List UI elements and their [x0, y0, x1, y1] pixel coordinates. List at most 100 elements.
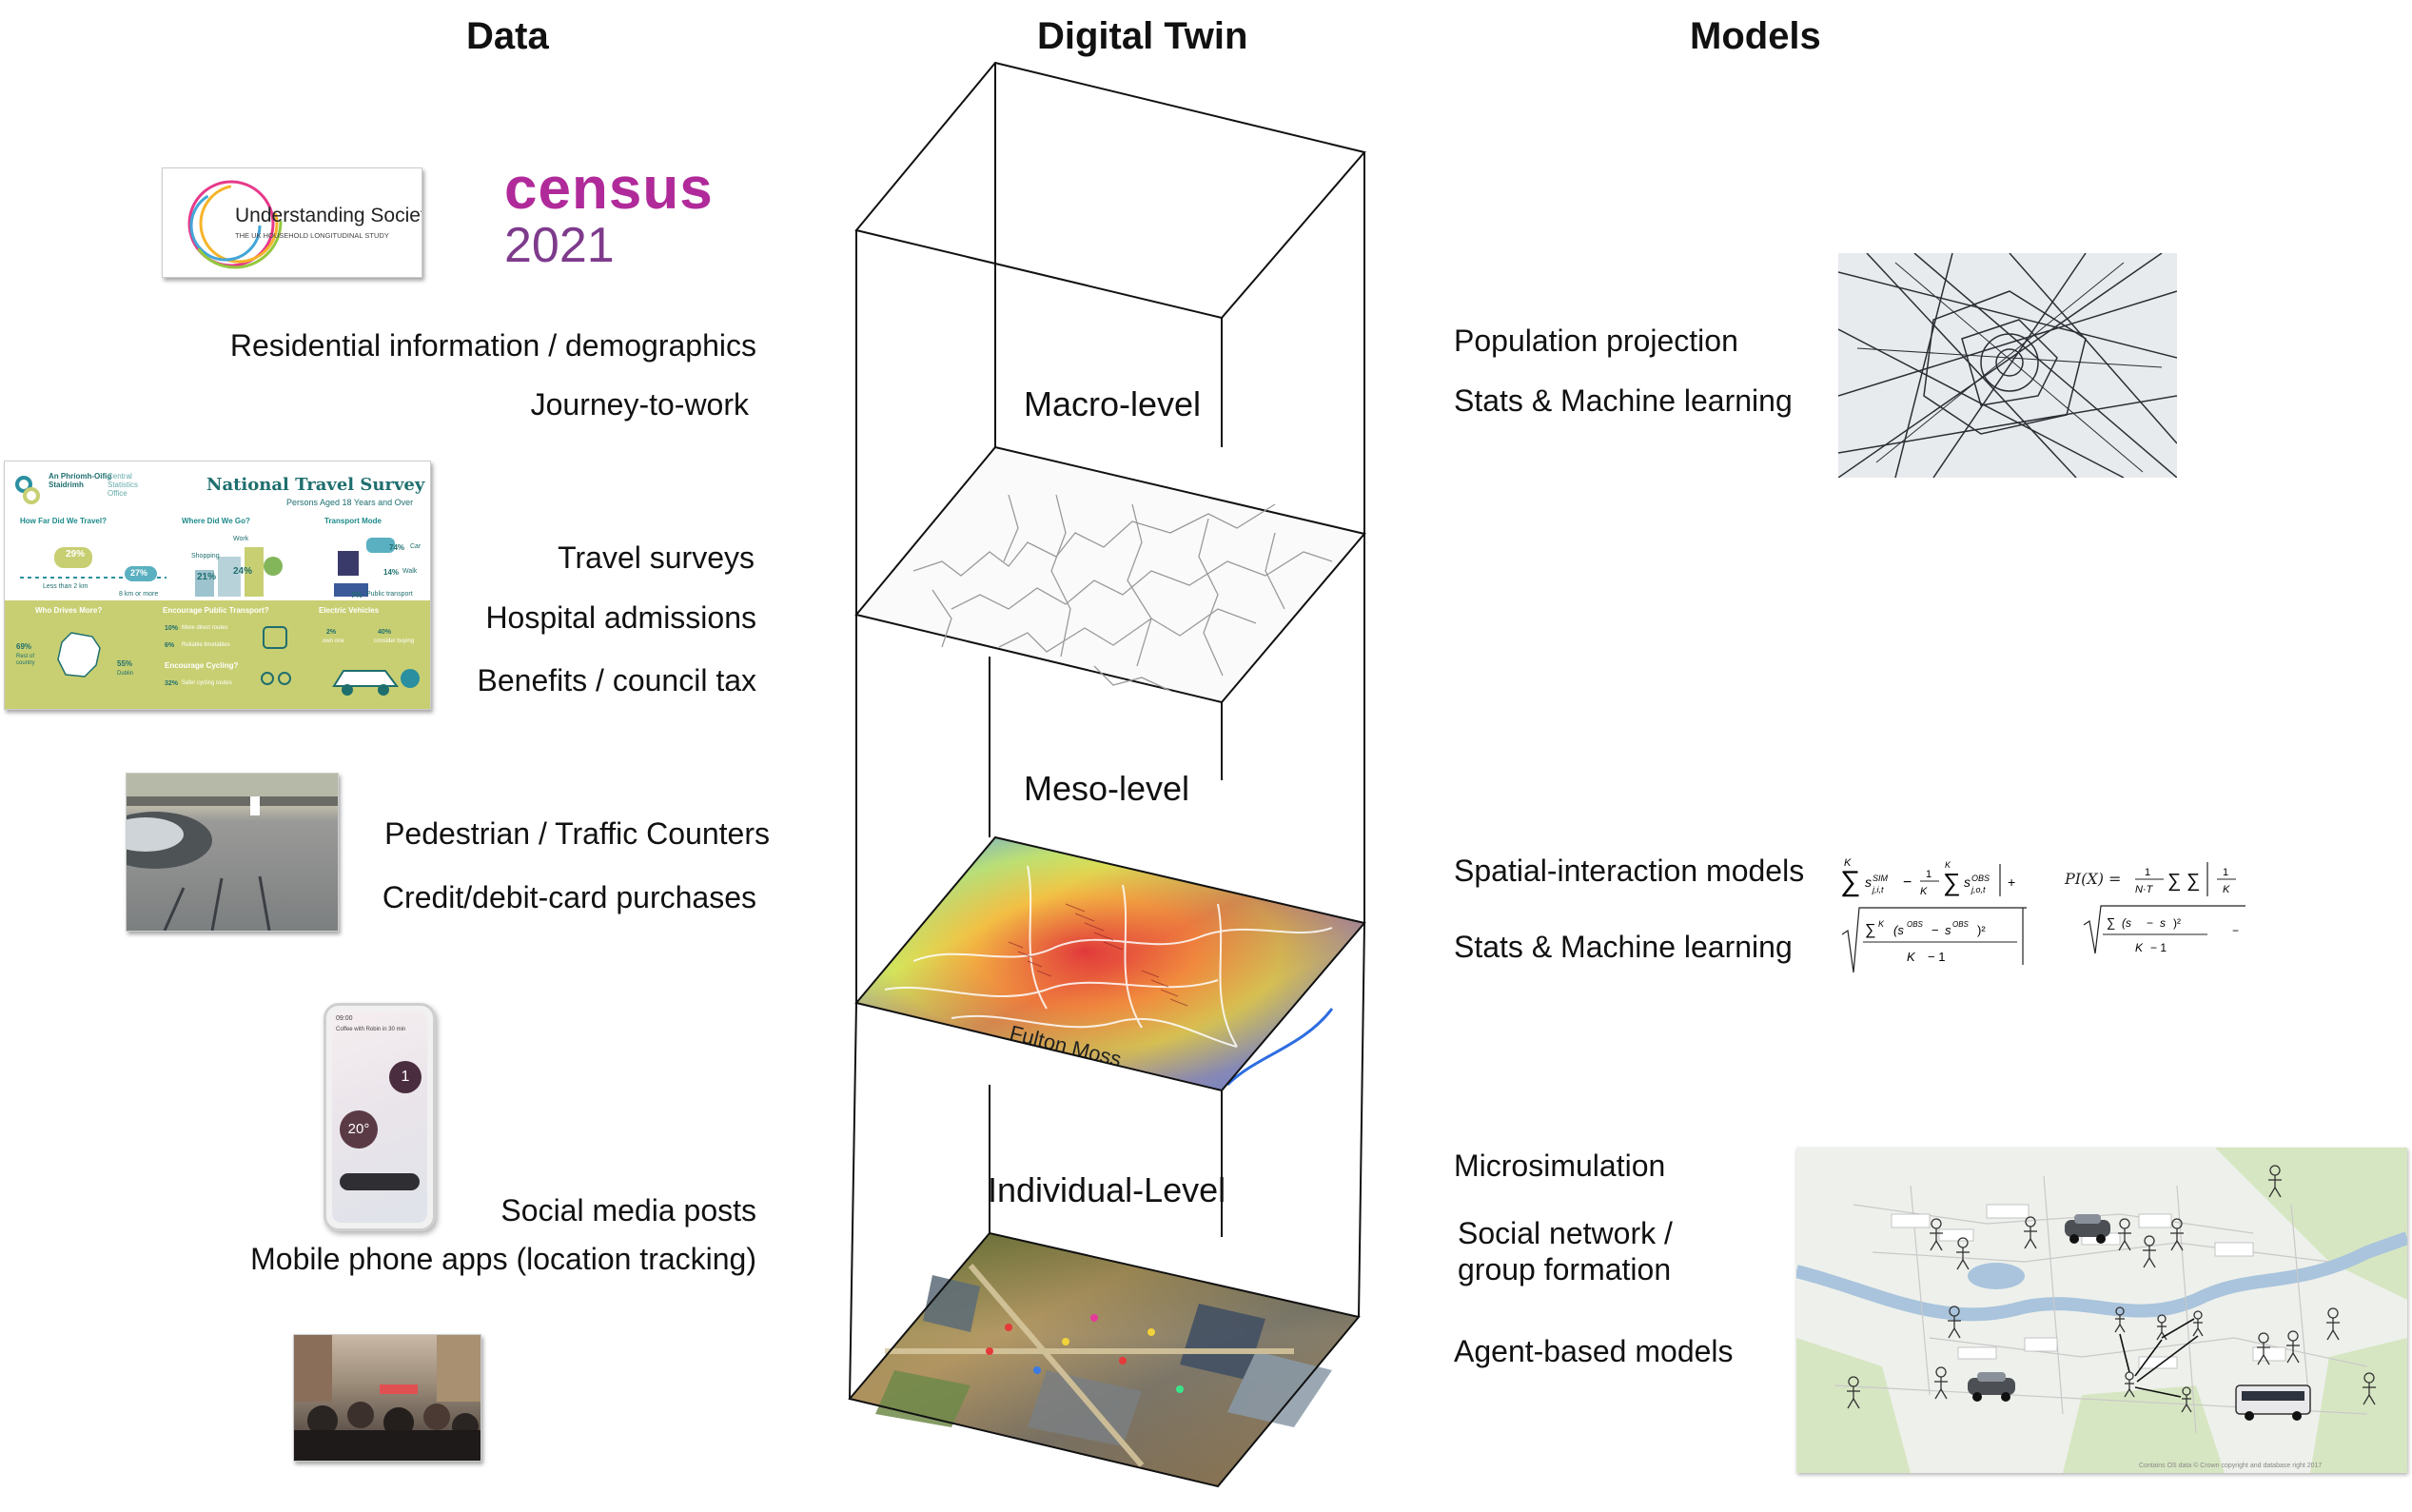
svg-text:∑: ∑: [2186, 871, 2200, 892]
svg-text:K: K: [1920, 886, 1928, 897]
us-subtitle: THE UK HOUSEHOLD LONGITUDINAL STUDY: [235, 231, 389, 240]
svg-text:K: K: [1844, 858, 1852, 869]
svg-text:(s: (s: [2122, 916, 2131, 930]
nts-rest-word: Rest of country: [16, 654, 35, 666]
svg-text:K: K: [1878, 919, 1885, 929]
nts-cycle-word: Safer cycling routes: [182, 680, 232, 686]
svg-text:OBS: OBS: [1907, 920, 1924, 929]
nts-far-word: 8 km or more: [119, 591, 159, 598]
nts-q2: Where Did We Go?: [182, 517, 250, 525]
svg-text:K: K: [2223, 884, 2230, 895]
nts-dublin-word: Dublin: [117, 671, 134, 677]
label-mobile-apps: Mobile phone apps (location tracking): [250, 1242, 756, 1276]
svg-text:s: s: [1945, 923, 1951, 937]
nts-walk-word: Walk: [402, 568, 418, 575]
svg-text:K: K: [1907, 950, 1916, 964]
label-microsimulation: Microsimulation: [1454, 1149, 1666, 1183]
svg-text:s: s: [2160, 916, 2166, 930]
phone-temperature: 20°: [340, 1110, 378, 1149]
nts-pct-work: 24%: [233, 566, 253, 577]
nts-public-word: Public transport: [366, 591, 413, 598]
svg-text:j,i,t: j,i,t: [1872, 885, 1884, 894]
bus-icon: [2235, 1384, 2311, 1421]
nts-pct-far: 29%: [66, 549, 86, 560]
nts-q4: Who Drives More?: [35, 606, 103, 615]
phone-dock: [340, 1173, 420, 1190]
svg-text:∑: ∑: [1865, 922, 1875, 938]
nts-pct-own: 2%: [326, 629, 337, 636]
svg-text:∑: ∑: [2107, 915, 2115, 930]
network-arrow-icon: [2119, 1318, 2199, 1398]
bus-cycle-icons: [261, 626, 291, 685]
meso-heatmap-plane: Fulton Moss: [854, 835, 1366, 1092]
census-2021-logo: census 2021: [504, 160, 714, 271]
formula-pi-label: PI(X) =: [2065, 870, 2122, 888]
nts-pct-near: 27%: [130, 568, 148, 578]
label-travel-surveys: Travel surveys: [558, 540, 755, 575]
svg-text:j,o,t: j,o,t: [1971, 885, 1986, 894]
nts-pct-consider: 40%: [378, 629, 392, 636]
svg-text:1: 1: [1926, 869, 1932, 880]
svg-text:K: K: [2135, 941, 2144, 954]
macro-map-plane: [854, 445, 1366, 704]
svg-text:SIM: SIM: [1873, 874, 1889, 883]
label-stats-ml-2: Stats & Machine learning: [1454, 930, 1793, 964]
svg-text:s: s: [1964, 874, 1971, 890]
macro-box: [854, 61, 1366, 615]
label-journey: Journey-to-work: [530, 387, 749, 422]
traffic-counter-photo: [126, 773, 339, 932]
stick-figure-icon: [1847, 1165, 2376, 1413]
label-social-network-line2: group formation: [1458, 1252, 1672, 1286]
nts-title: National Travel Survey 2019: [206, 475, 430, 495]
macro-level-label: Macro-level: [1024, 384, 1202, 423]
nts-pct-dublin: 55%: [117, 659, 133, 668]
cso-org-line1: An Phríomh-Oifig Staidrimh: [49, 472, 112, 489]
header-digital-twin: Digital Twin: [1037, 15, 1248, 57]
individual-level-label: Individual-Level: [988, 1170, 1226, 1209]
formula-pi: PI(X) = 1 N·T ∑ ∑ 1 K ∑ (s − s )² K − 1 …: [2065, 858, 2255, 982]
crowd-photo: [293, 1334, 481, 1462]
nts-q1: How Far Did We Travel?: [20, 517, 107, 525]
phone-note: Coffee with Robin in 30 min: [336, 1027, 406, 1032]
label-hospital: Hospital admissions: [485, 600, 756, 635]
nts-direct-word: More direct routes: [182, 625, 228, 631]
nts-q7: Encourage Cycling?: [165, 661, 239, 670]
nts-pct-public: 7%: [351, 591, 363, 599]
svg-text:OBS: OBS: [1952, 920, 1970, 929]
svg-text:OBS: OBS: [1971, 874, 1990, 883]
svg-text:∑: ∑: [1943, 868, 1961, 896]
header-models: Models: [1690, 15, 1821, 57]
label-benefits: Benefits / council tax: [477, 663, 756, 697]
svg-text:+: +: [2008, 874, 2015, 890]
label-residential: Residential information / demographics: [229, 328, 756, 363]
individual-city-plane: [848, 1231, 1361, 1488]
svg-text:−: −: [2147, 916, 2153, 930]
nts-q6: Electric Vehicles: [319, 606, 380, 615]
meso-level-label: Meso-level: [1024, 769, 1190, 808]
svg-text:1: 1: [2145, 867, 2150, 878]
svg-text:K: K: [1945, 860, 1951, 870]
map-credit: Contains OS data © Crown copyright and d…: [2139, 1462, 2322, 1469]
nts-pct-reliable: 6%: [165, 642, 175, 649]
agent-based-model-map: Contains OS data © Crown copyright and d…: [1796, 1148, 2407, 1473]
nts-q5: Encourage Public Transport?: [163, 606, 269, 615]
label-population-projection: Population projection: [1454, 324, 1738, 358]
svg-text:−: −: [2232, 924, 2239, 937]
svg-text:)²: )²: [2173, 916, 2181, 930]
cso-logo-icon: [15, 476, 40, 504]
label-social-network-line1: Social network /: [1458, 1216, 1673, 1250]
nts-work-word: Work: [233, 536, 249, 542]
label-pedestrian: Pedestrian / Traffic Counters: [384, 816, 770, 851]
svg-text:− 1: − 1: [2150, 941, 2167, 954]
svg-text:(s: (s: [1893, 923, 1904, 937]
national-travel-survey-infographic: An Phríomh-Oifig Staidrimh Central Stati…: [4, 461, 431, 710]
svg-text:∑: ∑: [1840, 866, 1860, 897]
mobile-phone-image: 09:00 Coffee with Robin in 30 min 1 20°: [324, 1003, 436, 1231]
svg-text:− 1: − 1: [1928, 950, 1945, 964]
label-social-media: Social media posts: [500, 1193, 756, 1227]
formula-nrmse: ∑ K s SIM j,i,t − 1 K ∑ K s OBS j,o,t + …: [1836, 858, 2036, 982]
svg-text:−: −: [1903, 874, 1912, 891]
nts-pct-cycle: 32%: [165, 680, 179, 687]
nts-own-word: own one: [323, 638, 344, 644]
